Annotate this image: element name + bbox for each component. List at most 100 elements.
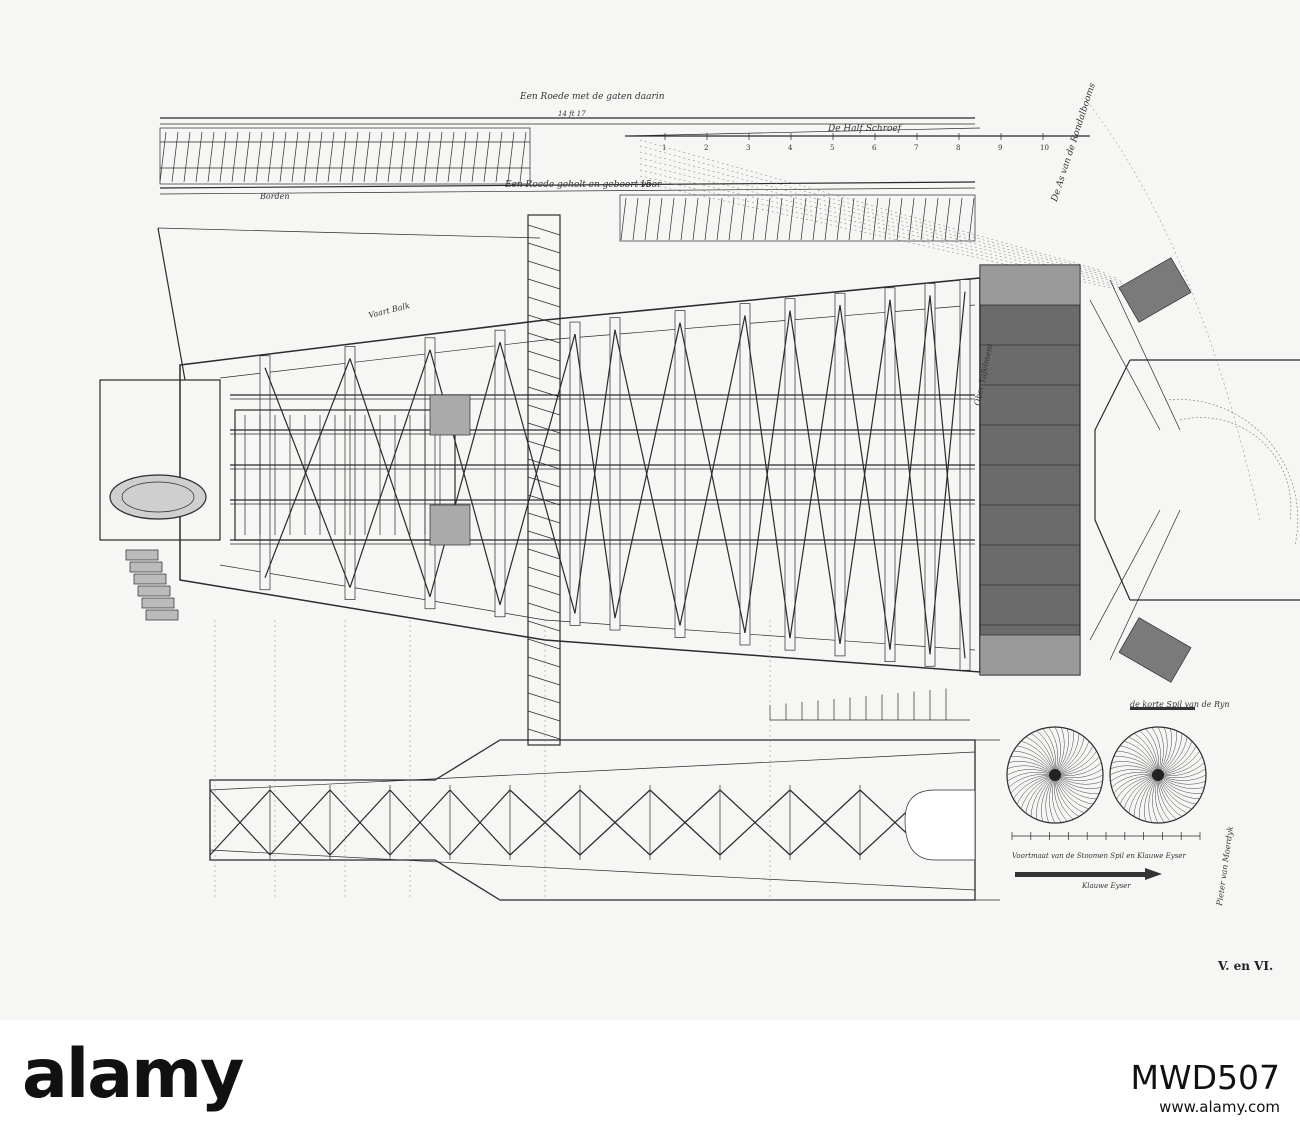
ruler-tick-label: 8 [956, 144, 960, 152]
ladder-rung [884, 197, 891, 241]
ruler-tick-label: 7 [914, 144, 918, 152]
tower-brace [527, 260, 561, 272]
lower-cross-brace [329, 789, 391, 856]
ladder-rung [363, 131, 371, 183]
construction-line [639, 145, 1109, 275]
label-borden: Borden [260, 192, 290, 201]
wheel-hub [1152, 769, 1164, 781]
lower-cross-brace [509, 789, 581, 856]
ladder-rung [279, 131, 287, 183]
label-top-scale: Een Roede met de gaten daarin [520, 92, 665, 102]
frame-rib [739, 303, 751, 646]
tower-brace [527, 566, 561, 578]
tower-brace [527, 296, 561, 308]
ladder-rung [620, 197, 627, 241]
ladder-rung [459, 131, 467, 183]
gear-train-frame [234, 409, 456, 541]
lower-cross-brace [449, 789, 511, 856]
ladder-rung [375, 131, 383, 183]
ladder-rung [692, 197, 699, 241]
ladder-rung [812, 197, 819, 241]
lower-cross-brace [269, 789, 331, 856]
construction-line [639, 169, 1141, 291]
ladder-rung [632, 197, 639, 241]
arm-block [1118, 617, 1192, 683]
lower-end-cut [904, 789, 976, 861]
gear-housing [99, 379, 221, 541]
ladder-rung [231, 131, 239, 183]
ladder-rung [243, 131, 251, 183]
ladder-rung [932, 197, 939, 241]
ladder-rung [519, 131, 527, 183]
cross-brace [789, 310, 841, 644]
wheel-hub [1049, 769, 1061, 781]
frame-rib [884, 287, 896, 662]
ladder-rung [303, 131, 311, 183]
ruler-tick-label: 1 [662, 144, 666, 152]
frame-rib [259, 355, 271, 591]
ladder-rung [668, 197, 675, 241]
ruler-tick-label: 2 [704, 144, 708, 152]
frame-rib [569, 321, 581, 626]
label-bottom-scale-mark: 15 [640, 180, 652, 190]
claw-iron-bar [1015, 872, 1145, 877]
cross-brace [264, 367, 351, 588]
tower-brace [527, 278, 561, 290]
ladder-rung [680, 197, 687, 241]
tower-brace [527, 386, 561, 398]
ladder-rung [423, 131, 431, 183]
lower-cross-brace [209, 789, 271, 856]
tower-brace [527, 674, 561, 686]
ladder-rung [435, 131, 443, 183]
ladder-rung [764, 197, 771, 241]
large-gear-wheel [109, 474, 207, 520]
tower-brace [527, 602, 561, 614]
ladder-rung [195, 131, 203, 183]
frame-rib [834, 292, 846, 657]
tower-brace [527, 548, 561, 560]
watermark-image-code: MWD507 [1130, 1058, 1281, 1097]
tower-brace [527, 692, 561, 704]
cross-brace [264, 358, 351, 578]
label-half-screw: De Half Schroef [828, 124, 902, 134]
ladder-rung [656, 197, 663, 241]
cross-brace [839, 299, 891, 644]
cross-brace [574, 329, 616, 614]
dotted-arc [1164, 399, 1299, 546]
cross-brace [679, 322, 746, 634]
gear-box [429, 504, 471, 546]
ladder-rung [872, 197, 879, 241]
ladder-rung [896, 197, 903, 241]
frame-rib [784, 298, 796, 651]
ladder-rung [776, 197, 783, 241]
tower-brace [527, 314, 561, 326]
ladder-rung [704, 197, 711, 241]
lower-cross-brace [719, 789, 791, 856]
construction-arc [1089, 104, 1261, 521]
lower-scale-rod [159, 181, 976, 189]
ladder-rung [291, 131, 299, 183]
end-block-cap [979, 634, 1081, 676]
shaft-segment [141, 597, 175, 609]
octagonal-frame [1094, 359, 1300, 601]
tower-brace [527, 584, 561, 596]
lower-scale-rod [159, 187, 976, 195]
gear-inner-ring [121, 481, 195, 513]
tower-brace [527, 404, 561, 416]
ladder-rung [788, 197, 795, 241]
ladder-rung [956, 197, 963, 241]
cross-brace [614, 329, 681, 626]
ruler-tick-label: 4 [788, 144, 793, 152]
tower-brace [527, 224, 561, 236]
lower-cross-brace [579, 789, 651, 856]
cross-brace [614, 322, 681, 619]
cross-brace [744, 315, 791, 639]
label-claw-iron: Klauwe Eyser [1082, 882, 1131, 890]
ladder-rung [267, 131, 275, 183]
tower-brace [527, 656, 561, 668]
short-rod-bar [1130, 707, 1195, 710]
ladder-rung [836, 197, 843, 241]
ladder-rung [716, 197, 723, 241]
ladder-rung [351, 131, 359, 183]
ladder-rung [387, 131, 395, 183]
